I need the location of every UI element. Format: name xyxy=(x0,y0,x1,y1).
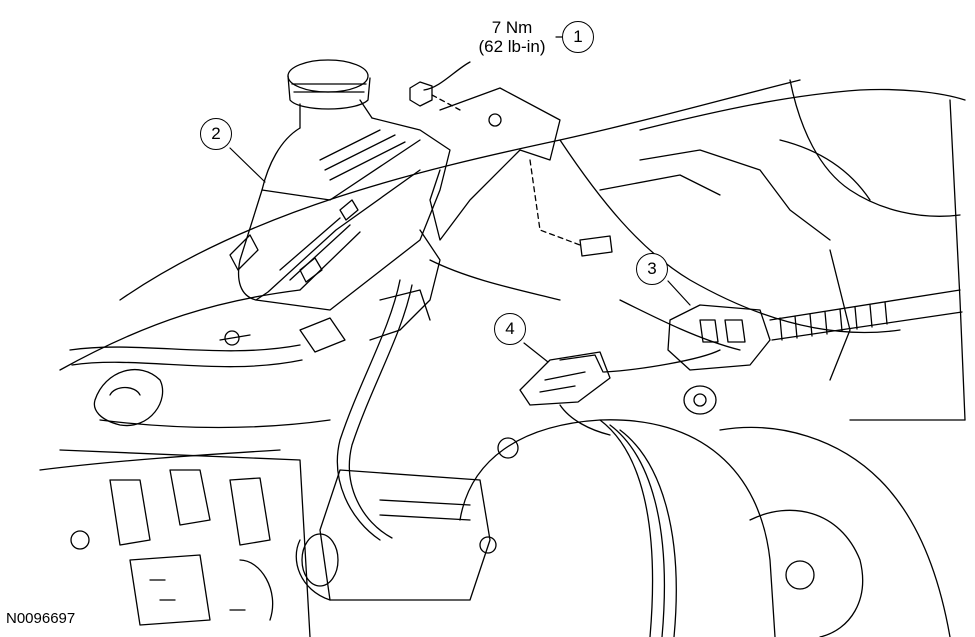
lower-left-panel xyxy=(59,449,311,637)
lower-right-structure xyxy=(683,385,966,637)
brake-booster xyxy=(295,419,776,637)
torque-metric: 7 Nm xyxy=(491,18,533,37)
brake-lines xyxy=(219,279,413,541)
figure-id: N0096697 xyxy=(6,610,76,627)
fastener-bolt xyxy=(409,61,613,257)
torque-imperial: (62 lb-in) xyxy=(478,37,546,56)
connector-4 xyxy=(519,349,721,436)
callout-3: 3 xyxy=(636,253,668,285)
left-hose xyxy=(69,344,303,427)
body-contours xyxy=(39,79,966,471)
reservoir-bracket xyxy=(369,87,561,341)
brake-fluid-reservoir xyxy=(229,59,451,311)
torque-specification: 7 Nm (62 lb-in) xyxy=(462,18,562,56)
callout-2: 2 xyxy=(200,118,232,150)
callout-4: 4 xyxy=(494,313,526,345)
connector-3-harness xyxy=(667,289,963,371)
callout-1: 1 xyxy=(562,21,594,53)
callout-leaders xyxy=(229,36,691,363)
